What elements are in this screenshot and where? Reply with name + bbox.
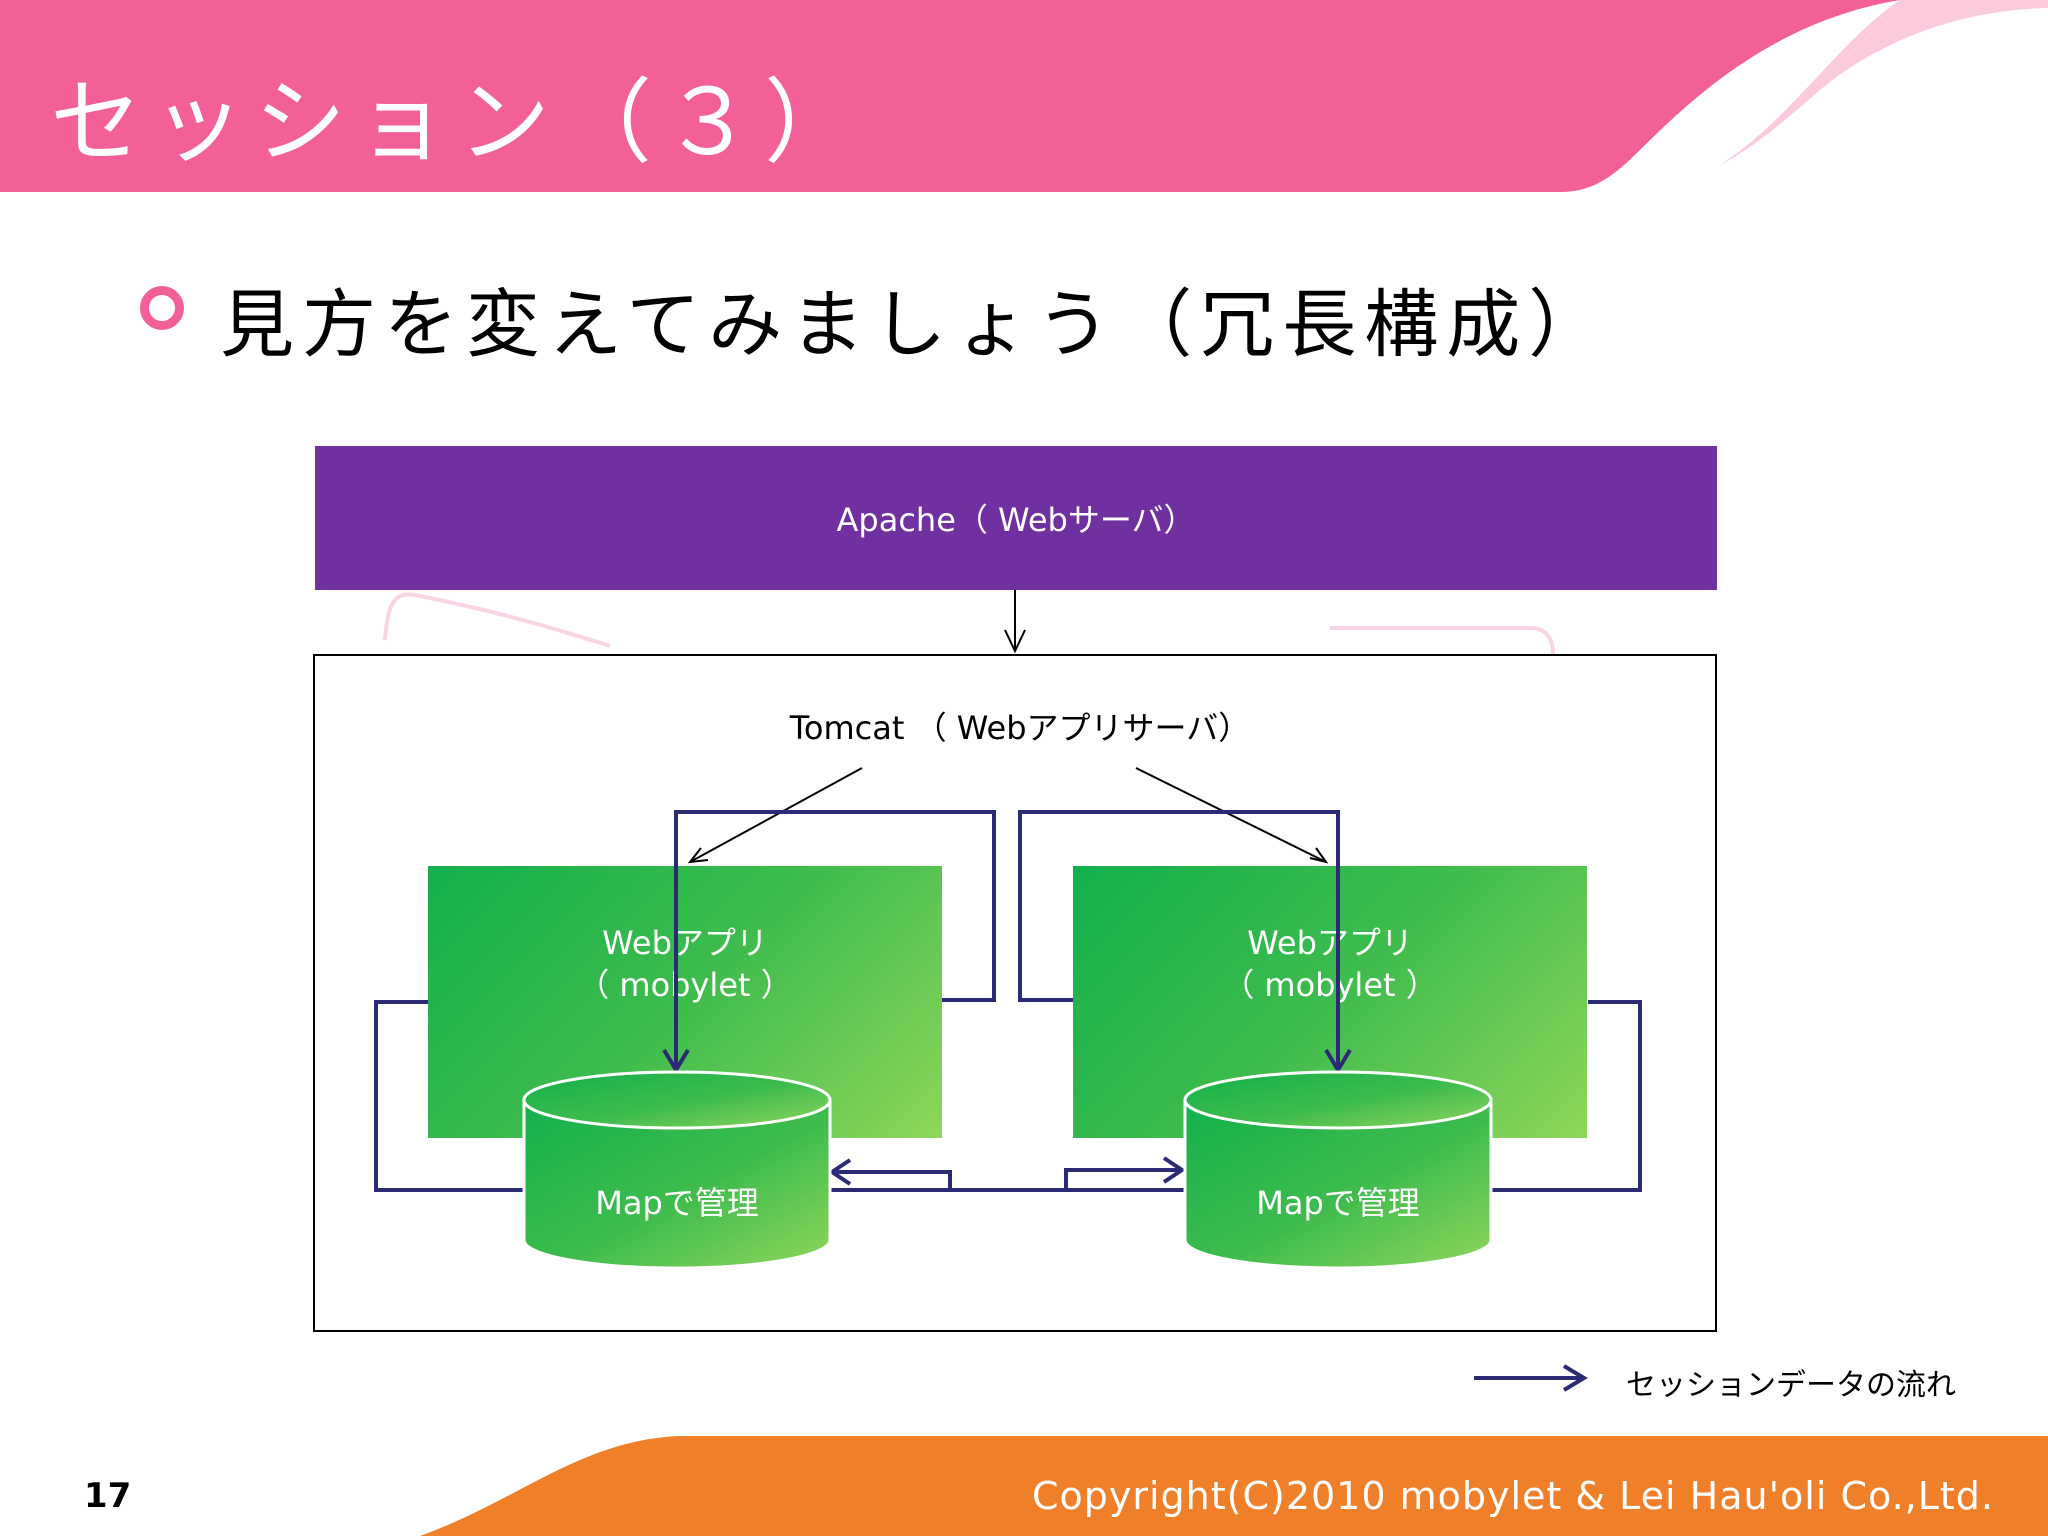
webapp-right-framework: （ mobylet ） (1222, 966, 1438, 1004)
header-band-fade (1720, 0, 2048, 165)
legend-flow-arrow (1474, 1364, 1588, 1392)
header-band (0, 0, 1900, 192)
webapp-right-name: Webアプリ (1247, 924, 1413, 962)
tomcat-pointer-arrow-right (1135, 767, 1329, 864)
flow-left-loop (674, 810, 996, 1068)
webapp-left-framework: （ mobylet ） (577, 966, 793, 1004)
session-store-cylinder-left (522, 1070, 832, 1270)
flow-outer-right (1488, 1000, 1642, 1192)
page-number: 17 (84, 1476, 132, 1516)
flow-right-loop (1018, 810, 1340, 1068)
tomcat-pointer-arrow-left (687, 767, 863, 864)
apache-label: Apache（ Webサーバ） (836, 501, 1196, 539)
slide-subtitle: 見方を変えてみましょう（冗長構成） (220, 282, 1611, 368)
slide-title: セッション（３） (50, 69, 867, 176)
bullet-ring-icon (140, 286, 184, 330)
apache-web-server-box: Apache（ Webサーバ） (315, 446, 1717, 590)
copyright-text: Copyright(C)2010 mobylet & Lei Hau'oli C… (1031, 1474, 1994, 1518)
legend-label: セッションデータの流れ (1626, 1368, 1956, 1403)
session-store-right-label: Mapで管理 (1256, 1184, 1420, 1222)
session-store-left-label: Mapで管理 (595, 1184, 759, 1222)
footer-band (420, 1436, 2048, 1536)
session-store-cylinder-right (1183, 1070, 1493, 1270)
flow-outer-left (374, 1000, 526, 1192)
apache-to-tomcat-arrow (1004, 590, 1026, 654)
tomcat-label: Tomcat （ Webアプリサーバ） (789, 709, 1251, 747)
session-flow-lines (374, 810, 1642, 1192)
webapp-left-name: Webアプリ (602, 924, 768, 962)
